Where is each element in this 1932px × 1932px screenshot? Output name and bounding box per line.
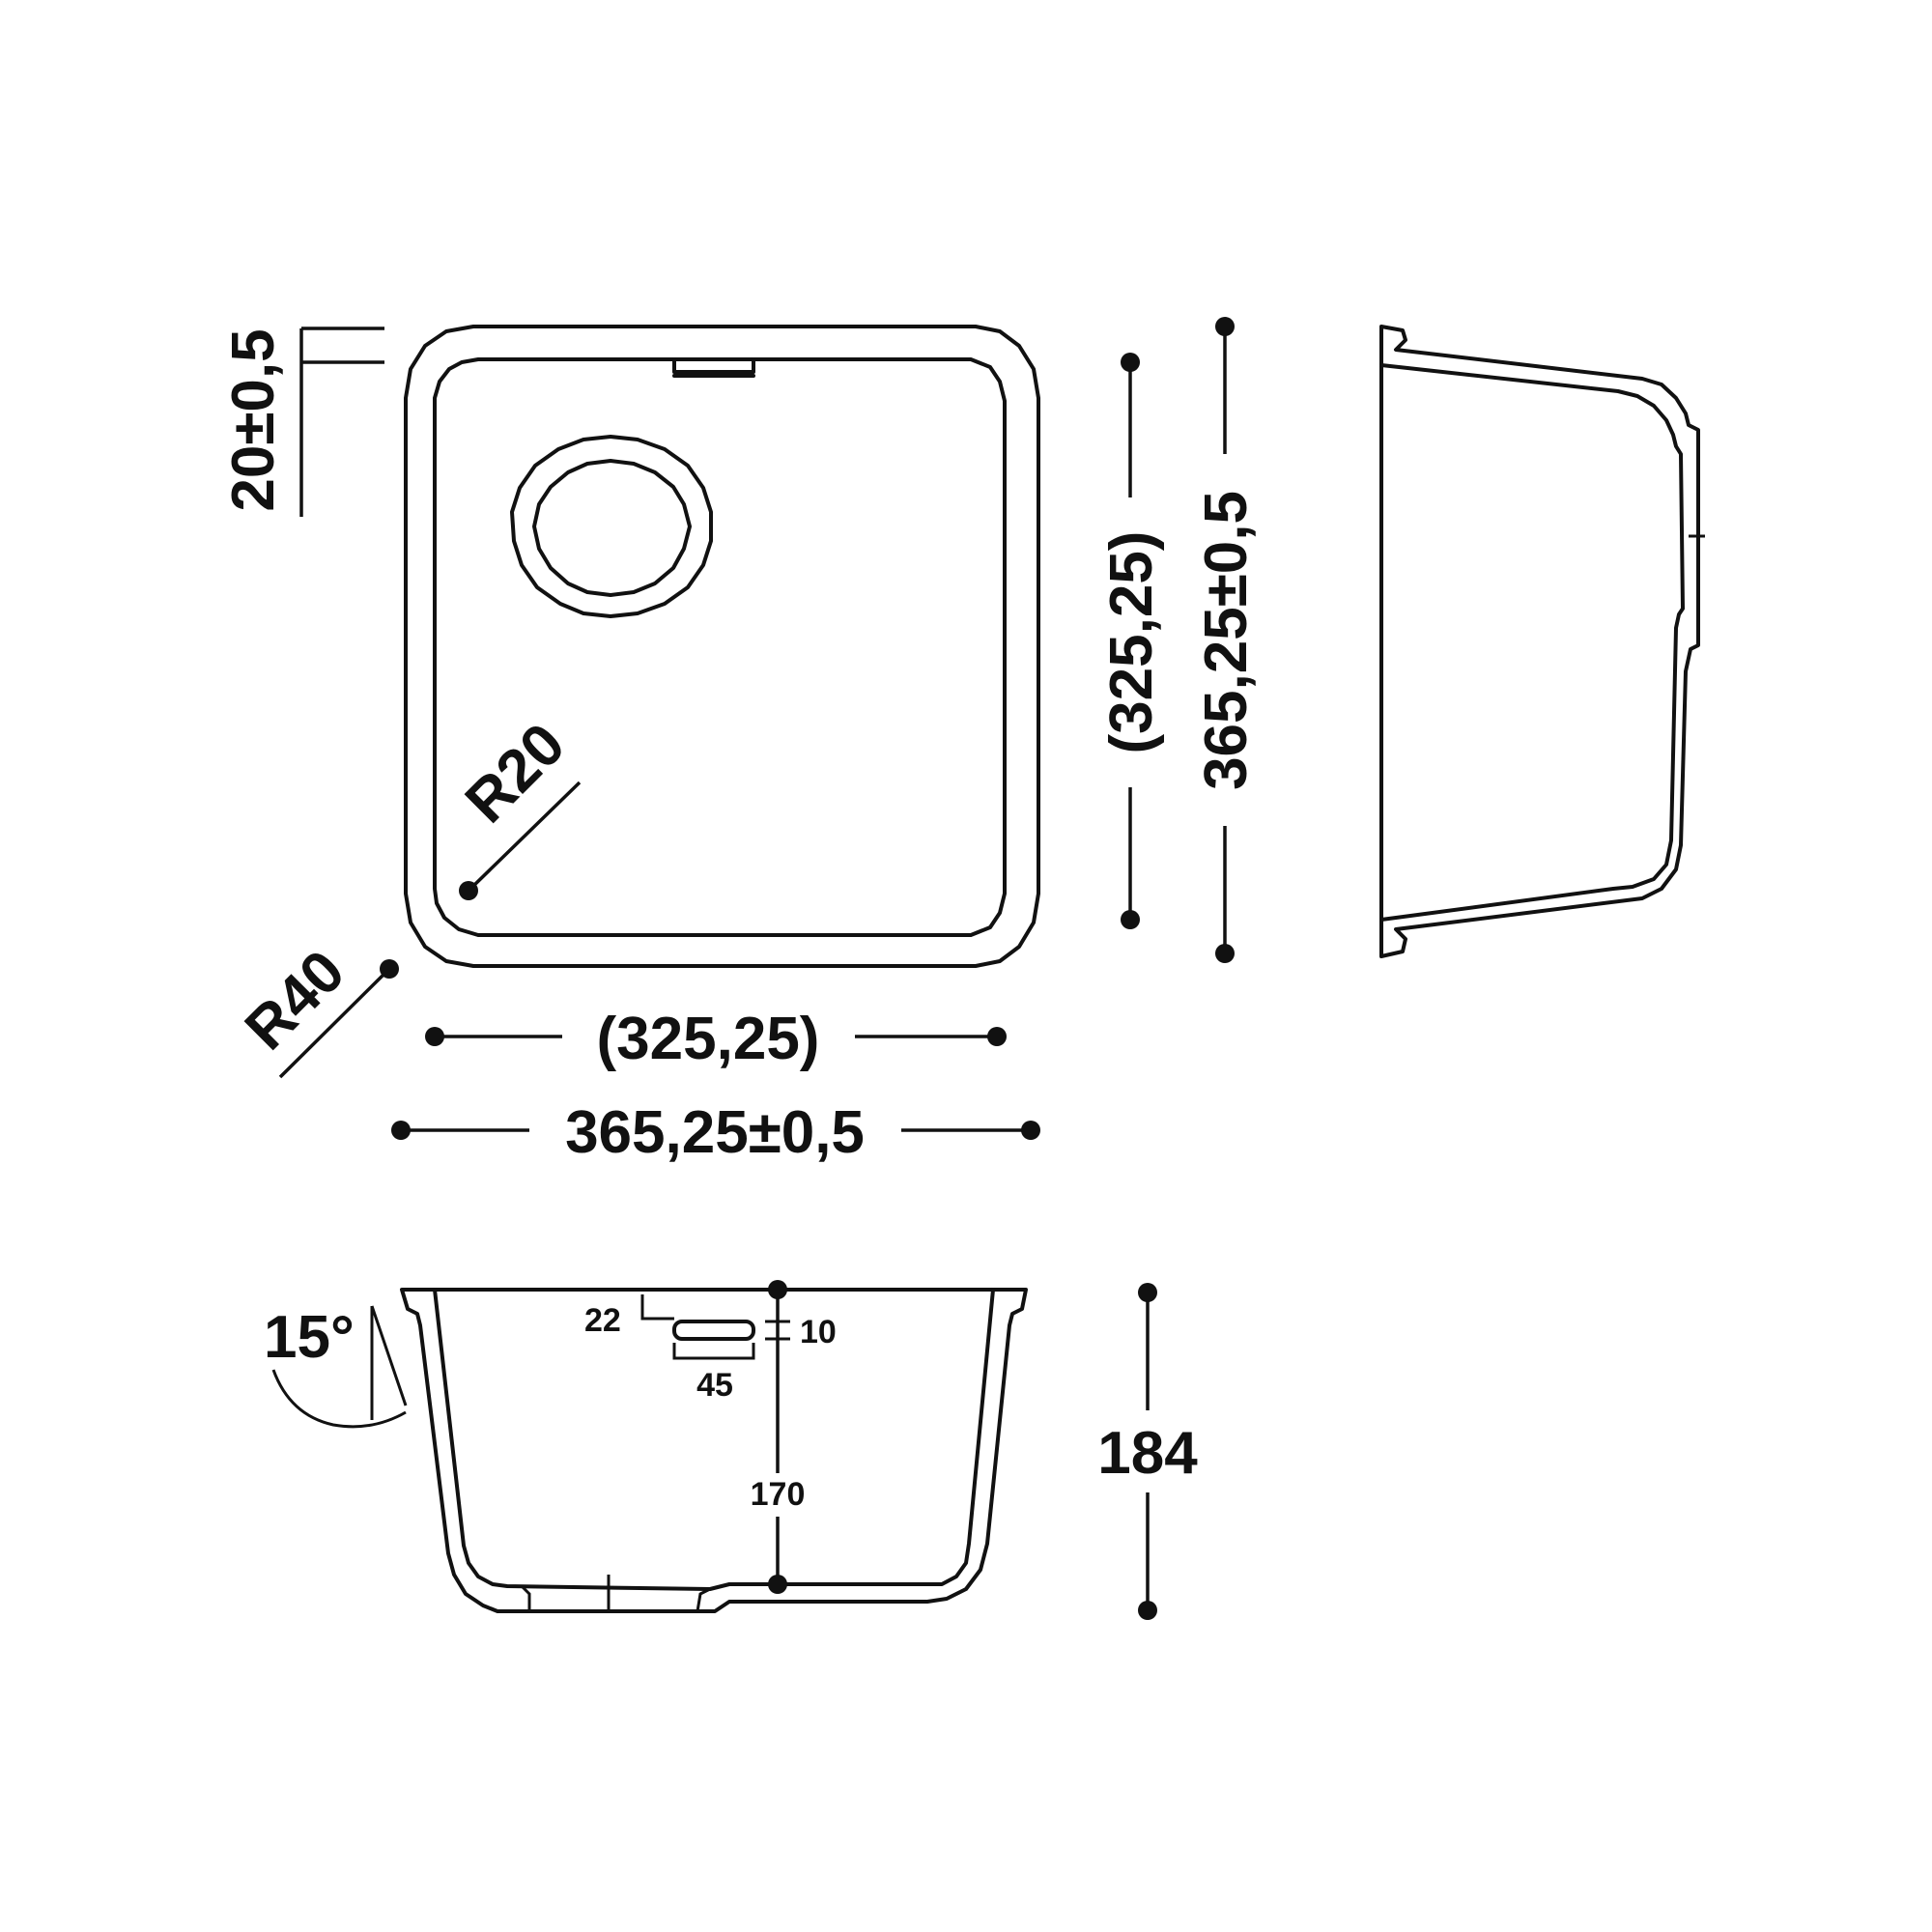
wall-angle-label: 15° xyxy=(264,1304,355,1371)
overflow-height-label: 10 xyxy=(800,1314,837,1350)
outer-radius-callout: R40 xyxy=(233,938,399,1079)
rim-thickness-label: 20±0,5 xyxy=(220,328,287,511)
section-outer-outline xyxy=(400,1288,1028,1613)
overflow-dimensions: 22 10 45 xyxy=(584,1294,837,1404)
section-overflow-slot xyxy=(672,1320,755,1341)
inner-width-label: (325,25) xyxy=(597,1006,820,1072)
inner-depth-dimension: (325,25) xyxy=(1098,353,1165,929)
bowl-depth-dimension: 170 xyxy=(751,1280,806,1594)
outer-depth-dimension: 365,25±0,5 xyxy=(1193,317,1260,963)
overall-height-label: 184 xyxy=(1097,1420,1198,1487)
drain-outer-ring xyxy=(510,435,713,618)
side-view-outer-outline xyxy=(1379,325,1700,958)
outer-radius-dot xyxy=(380,959,399,979)
drain-inner-ring xyxy=(532,459,692,597)
outer-width-dimension: 365,25±0,5 xyxy=(391,1099,1040,1166)
section-drain-bottom-right xyxy=(696,1587,711,1612)
bowl-depth-label: 170 xyxy=(751,1476,806,1513)
inner-radius-label: R20 xyxy=(453,711,578,836)
sink-outer-outline xyxy=(404,325,1040,968)
inner-width-dimension: (325,25) xyxy=(425,1006,1007,1072)
overflow-offset-label: 22 xyxy=(584,1302,621,1339)
overflow-slot xyxy=(672,357,755,374)
inner-depth-label: (325,25) xyxy=(1098,531,1165,754)
side-view-inner-outline xyxy=(1379,363,1685,922)
outer-depth-label: 365,25±0,5 xyxy=(1193,491,1260,790)
side-view xyxy=(1379,325,1705,958)
rim-thickness-dimension: 20±0,5 xyxy=(220,327,384,517)
wall-angle-callout: 15° xyxy=(264,1304,408,1429)
inner-radius-callout: R20 xyxy=(453,711,582,900)
sink-inner-outline xyxy=(433,357,1007,937)
plan-view xyxy=(404,325,1040,968)
overall-height-dimension: 184 xyxy=(1097,1283,1198,1620)
section-view xyxy=(400,1288,1028,1613)
outer-width-label: 365,25±0,5 xyxy=(565,1099,865,1166)
outer-radius-label: R40 xyxy=(233,938,357,1063)
inner-radius-dot xyxy=(459,881,478,900)
overflow-length-label: 45 xyxy=(696,1367,733,1404)
section-inner-outline xyxy=(433,1288,995,1591)
section-drain-bottom xyxy=(520,1584,531,1611)
